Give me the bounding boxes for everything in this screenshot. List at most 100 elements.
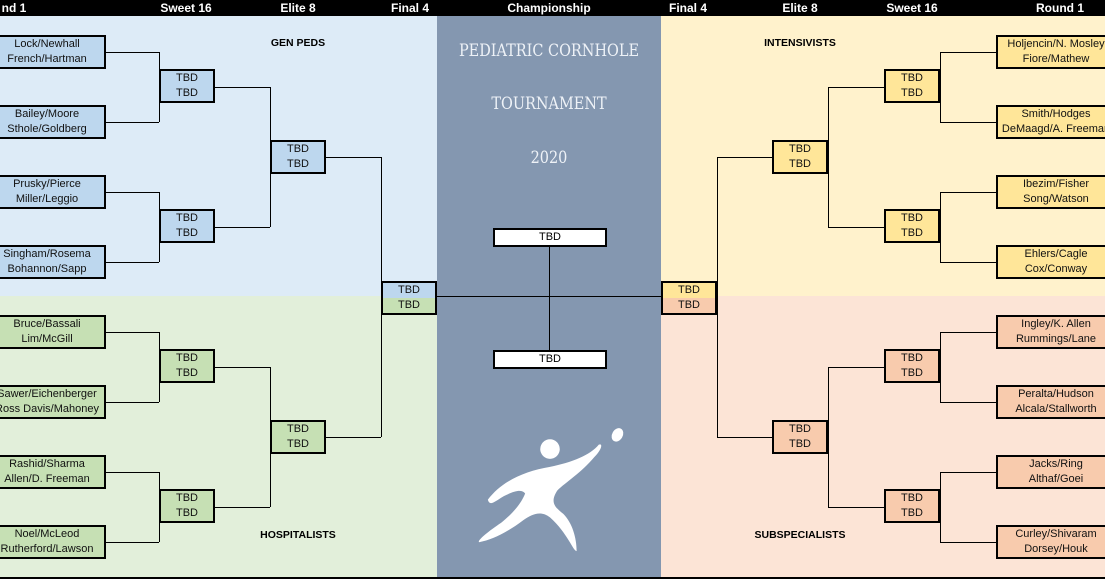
bracket-connector	[940, 472, 941, 542]
round1-team[interactable]: Allen/D. Freeman	[0, 472, 106, 489]
bracket-connector	[717, 157, 773, 158]
region-label-gen-peds: GEN PEDS	[270, 37, 326, 49]
bracket-connector	[159, 52, 160, 122]
tournament-title-line1: PEDIATRIC CORNHOLE	[458, 41, 640, 61]
round1-team[interactable]: Lim/McGill	[0, 332, 106, 349]
bracket-connector	[159, 332, 160, 402]
elite8-slot[interactable]: TBD	[772, 437, 828, 454]
bracket-connector	[104, 402, 159, 403]
round1-team[interactable]: Dorsey/Houk	[996, 542, 1105, 559]
header-elite8-left: Elite 8	[280, 1, 316, 15]
bracket-connector	[717, 157, 718, 437]
final4-slot[interactable]: TBD	[381, 281, 437, 300]
sweet16-slot[interactable]: TBD	[159, 366, 215, 383]
round1-team[interactable]: Ross Davis/Mahoney	[0, 402, 106, 419]
round1-team[interactable]: DeMaagd/A. Freeman	[996, 122, 1105, 139]
bracket-connector	[717, 437, 773, 438]
bracket-connector	[104, 52, 159, 53]
round1-team[interactable]: Fiore/Mathew	[996, 52, 1105, 69]
elite8-slot[interactable]: TBD	[270, 437, 326, 454]
bracket-connector	[940, 52, 996, 53]
header-final4-left: Final 4	[390, 1, 430, 15]
bracket-connector	[940, 472, 996, 473]
bracket-connector	[940, 122, 996, 123]
bracket-connector	[215, 507, 270, 508]
bracket-connector	[940, 192, 941, 262]
bracket-connector	[326, 437, 381, 438]
round-header-bar: nd 1 Sweet 16 Elite 8 Final 4 Championsh…	[0, 0, 1105, 16]
round1-team[interactable]: Rummings/Lane	[996, 332, 1105, 349]
cornhole-player-logo-icon	[478, 428, 624, 552]
bracket-connector	[159, 472, 160, 542]
bracket-connector	[940, 192, 996, 193]
bracket-connector	[940, 402, 996, 403]
bracket-connector	[381, 157, 382, 437]
region-label-hospitalists: HOSPITALISTS	[260, 529, 336, 541]
tournament-title-line3: 2020	[530, 148, 568, 168]
bracket-connector	[104, 192, 159, 193]
bracket-connector	[940, 332, 941, 402]
championship-slot-2[interactable]: TBD	[493, 350, 607, 369]
bracket-connector	[326, 157, 381, 158]
bracket-connector	[940, 262, 996, 263]
sweet16-slot[interactable]: TBD	[884, 226, 940, 243]
bracket-connector	[940, 542, 996, 543]
bracket-connector	[828, 367, 884, 368]
bracket-connector	[104, 472, 159, 473]
final4-slot[interactable]: TBD	[661, 298, 717, 315]
bracket-connector	[104, 542, 159, 543]
round1-team[interactable]: Ehlers/Cagle	[996, 245, 1105, 264]
bracket-connector	[215, 227, 270, 228]
region-label-intensivists: INTENSIVISTS	[764, 37, 836, 49]
sweet16-slot[interactable]: TBD	[884, 86, 940, 103]
round1-team[interactable]: Song/Watson	[996, 192, 1105, 209]
elite8-slot[interactable]: TBD	[270, 157, 326, 174]
round1-team[interactable]: Rutherford/Lawson	[0, 542, 106, 559]
round1-team[interactable]: Bruce/Bassali	[0, 315, 106, 334]
championship-slot-1[interactable]: TBD	[493, 228, 607, 247]
header-championship: Championship	[507, 1, 591, 15]
round1-team[interactable]: Althaf/Goei	[996, 472, 1105, 489]
header-elite8-right: Elite 8	[782, 1, 818, 15]
bracket-connector	[940, 332, 996, 333]
sweet16-slot[interactable]: TBD	[884, 366, 940, 383]
header-final4-right: Final 4	[668, 1, 708, 15]
header-sweet16-left: Sweet 16	[160, 1, 212, 15]
header-round1-right: Round 1	[1036, 1, 1084, 15]
round1-team[interactable]: Cox/Conway	[996, 262, 1105, 279]
bracket-connector	[104, 262, 159, 263]
final4-slot[interactable]: TBD	[381, 298, 437, 315]
sweet16-slot[interactable]: TBD	[884, 506, 940, 523]
sweet16-slot[interactable]: TBD	[159, 86, 215, 103]
round1-team[interactable]: French/Hartman	[0, 52, 106, 69]
championship-connector	[549, 246, 550, 350]
elite8-slot[interactable]: TBD	[772, 157, 828, 174]
round1-team[interactable]: Sthole/Goldberg	[0, 122, 106, 139]
bracket-connector	[159, 192, 160, 262]
header-sweet16-right: Sweet 16	[886, 1, 938, 15]
bracket-connector	[828, 87, 884, 88]
bracket-connector	[215, 367, 270, 368]
sweet16-slot[interactable]: TBD	[159, 226, 215, 243]
bracket-connector	[940, 52, 941, 122]
round1-team[interactable]: Miller/Leggio	[0, 192, 106, 209]
sweet16-slot[interactable]: TBD	[159, 209, 215, 228]
bracket-connector	[828, 507, 884, 508]
round1-team[interactable]: Peralta/Hudson	[996, 385, 1105, 404]
bracket-connector	[828, 227, 884, 228]
sweet16-slot[interactable]: TBD	[884, 349, 940, 368]
bracket-connector	[270, 367, 271, 507]
bottom-border	[0, 577, 1105, 579]
bracket-connector	[828, 87, 829, 227]
tournament-title-line2: TOURNAMENT	[491, 94, 607, 114]
bracket-connector	[270, 87, 271, 227]
region-label-subspecialists: SUBSPECIALISTS	[754, 529, 846, 541]
round1-team[interactable]: Alcala/Stallworth	[996, 402, 1105, 419]
bracket-connector	[215, 87, 270, 88]
bracket-connector	[828, 367, 829, 507]
round1-team[interactable]: Bohannon/Sapp	[0, 262, 106, 279]
bracket-connector	[104, 122, 159, 123]
sweet16-slot[interactable]: TBD	[159, 506, 215, 523]
round1-team[interactable]: Ibezim/Fisher	[996, 175, 1105, 194]
bracket-connector	[104, 332, 159, 333]
